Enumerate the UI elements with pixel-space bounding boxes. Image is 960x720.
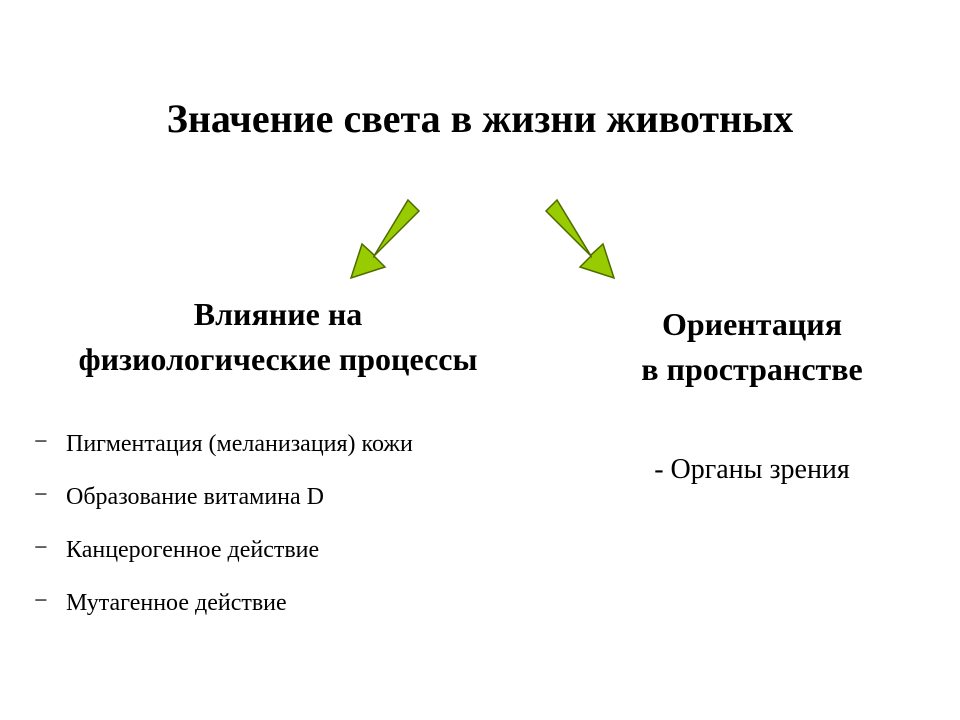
physiological-effects-list: − Пигментация (меланизация) кожи − Образ…: [34, 422, 413, 634]
list-item-text: Мутагенное действие: [66, 590, 287, 616]
list-item: − Образование витамина D: [34, 475, 413, 528]
list-dash: −: [34, 535, 48, 561]
list-item-text: Образование витамина D: [66, 484, 325, 510]
physiological-heading-line-2: физиологические процессы: [78, 341, 478, 377]
list-item-text: Канцерогенное действие: [66, 537, 320, 563]
arrow-down-right-icon: [544, 198, 616, 280]
slide-title: Значение света в жизни животных: [166, 96, 794, 141]
list-dash: −: [34, 429, 48, 455]
list-item: − Канцерогенное действие: [34, 528, 413, 581]
list-item: − Мутагенное действие: [34, 581, 413, 634]
physiological-heading: Влияние на физиологические процессы: [0, 292, 556, 382]
list-dash: −: [34, 588, 48, 614]
orientation-heading-line-2: в пространстве: [641, 351, 863, 387]
vision-organs-item: - Органы зрения: [654, 454, 850, 485]
list-item-text: Пигментация (меланизация) кожи: [66, 431, 413, 457]
physiological-heading-line-1: Влияние на: [193, 296, 363, 332]
list-item: − Пигментация (меланизация) кожи: [34, 422, 413, 475]
orientation-heading-line-1: Ориентация: [661, 306, 843, 342]
arrow-down-left-icon: [349, 198, 421, 280]
list-dash: −: [34, 482, 48, 508]
orientation-heading: Ориентация в пространстве: [582, 302, 922, 392]
